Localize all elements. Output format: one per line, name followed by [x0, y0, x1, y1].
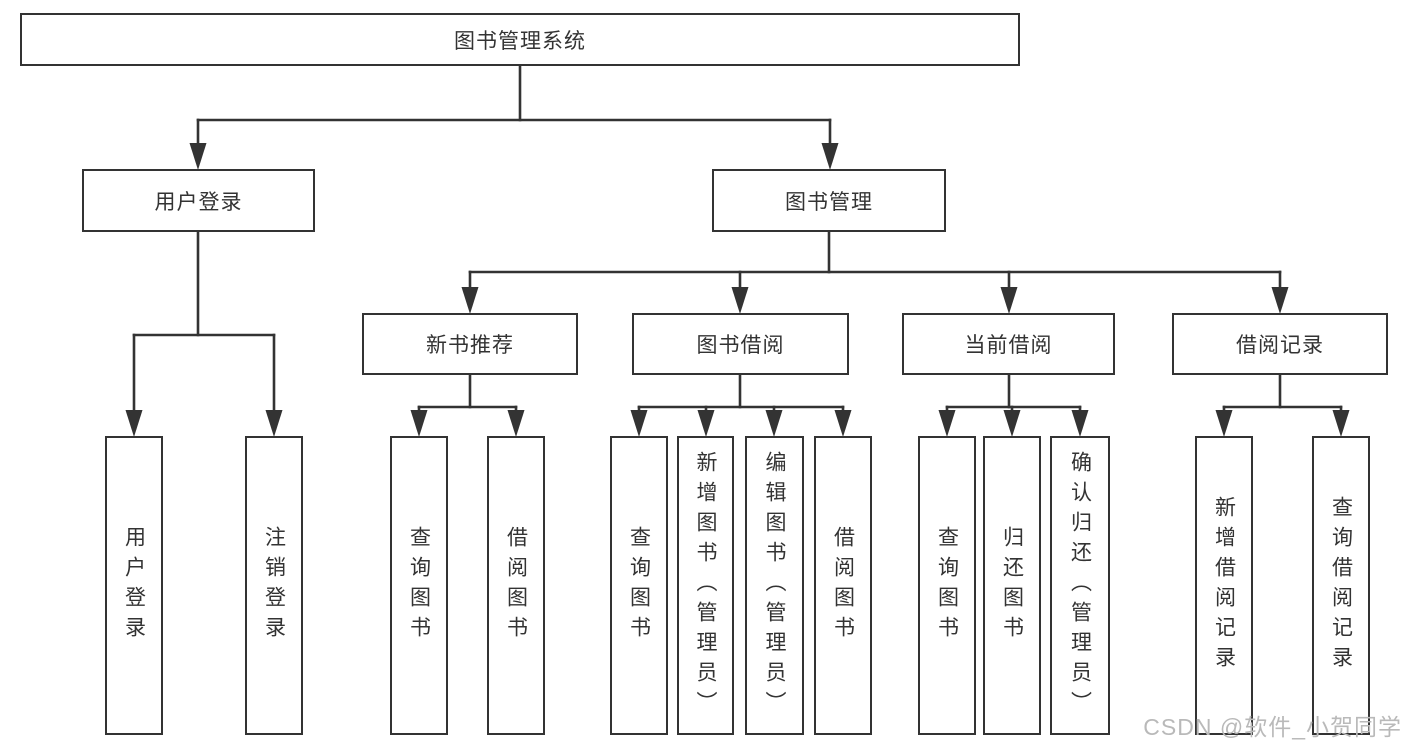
leaf-current-return-books: 归还图书	[983, 436, 1041, 735]
node-root-label: 图书管理系统	[454, 29, 586, 53]
leaf-label: 借阅图书	[831, 525, 855, 646]
leaf-label: 注销登录	[262, 525, 286, 646]
node-book-borrow: 图书借阅	[632, 313, 849, 375]
leaf-label: 借阅图书	[504, 525, 528, 646]
leaf-current-query-books: 查询图书	[918, 436, 976, 735]
node-current-borrow-label: 当前借阅	[964, 334, 1053, 357]
leaf-label: 查询图书	[627, 525, 651, 646]
leaf-label: 编辑图书（管理员）	[763, 450, 786, 721]
leaf-label: 查询图书	[407, 525, 431, 646]
leaf-current-confirm-return-admin: 确认归还（管理员）	[1050, 436, 1110, 735]
node-borrow-records-label: 借阅记录	[1236, 334, 1324, 357]
leaf-user-login: 用户登录	[105, 436, 163, 735]
node-book-management-label: 图书管理	[785, 190, 873, 214]
leaf-label: 用户登录	[122, 525, 146, 646]
leaf-label: 新增借阅记录	[1212, 495, 1236, 676]
node-user-login-label: 用户登录	[154, 190, 243, 214]
leaf-label: 查询借阅记录	[1329, 495, 1353, 676]
leaf-records-add-record: 新增借阅记录	[1195, 436, 1253, 735]
leaf-label: 查询图书	[935, 525, 959, 646]
leaf-borrow-edit-books-admin: 编辑图书（管理员）	[745, 436, 804, 735]
node-new-book-recommend-label: 新书推荐	[426, 334, 514, 357]
leaf-borrow-query-books: 查询图书	[610, 436, 668, 735]
leaf-recommend-borrow-books: 借阅图书	[487, 436, 545, 735]
leaf-label: 确认归还（管理员）	[1068, 450, 1092, 721]
node-current-borrow: 当前借阅	[902, 313, 1115, 375]
leaf-borrow-borrow-books: 借阅图书	[814, 436, 872, 735]
leaf-logout: 注销登录	[245, 436, 303, 735]
node-root-system: 图书管理系统	[20, 13, 1020, 66]
leaf-label: 新增图书（管理员）	[694, 450, 717, 721]
leaf-borrow-add-books-admin: 新增图书（管理员）	[677, 436, 734, 735]
leaf-records-query-record: 查询借阅记录	[1312, 436, 1370, 735]
node-user-login: 用户登录	[82, 169, 315, 232]
node-new-book-recommend: 新书推荐	[362, 313, 578, 375]
node-book-borrow-label: 图书借阅	[696, 334, 785, 357]
node-borrow-records: 借阅记录	[1172, 313, 1388, 375]
arrow-down-icons	[125, 143, 1350, 437]
leaf-label: 归还图书	[1000, 525, 1024, 646]
node-book-management: 图书管理	[712, 169, 946, 232]
csdn-watermark: CSDN @软件_小贺同学	[1143, 714, 1402, 740]
leaf-recommend-query-books: 查询图书	[390, 436, 448, 735]
